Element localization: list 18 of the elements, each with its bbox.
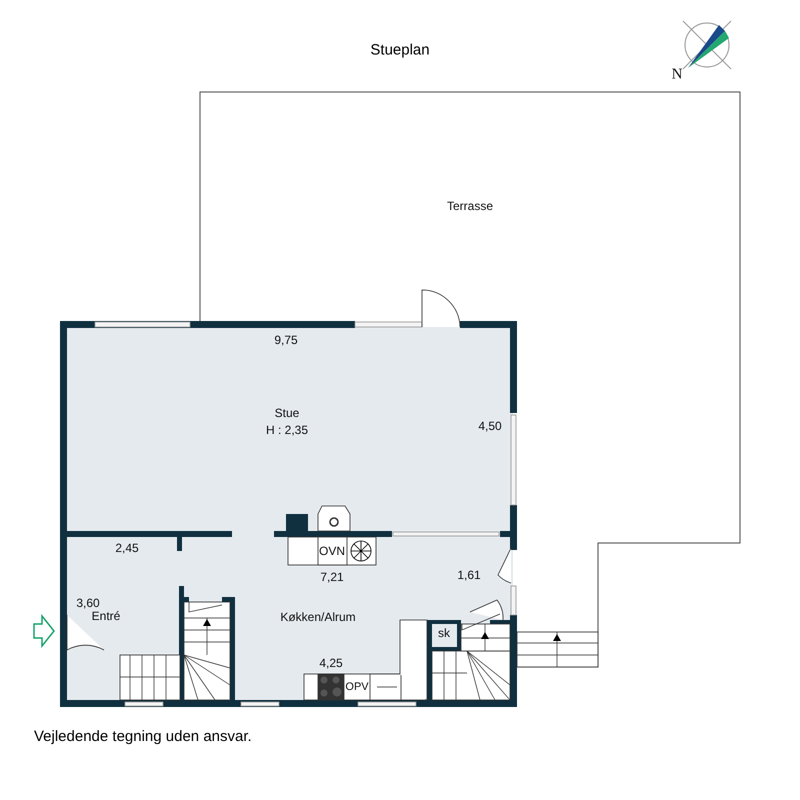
room-label: sk xyxy=(438,626,450,640)
dimension-label: 9,75 xyxy=(274,333,298,347)
dimension-label: 3,60 xyxy=(76,596,100,610)
dimension-label: 1,61 xyxy=(457,568,481,582)
plan-title: Stueplan xyxy=(370,42,430,58)
dimension-label: 4,25 xyxy=(319,656,343,670)
room-label: Stue xyxy=(274,406,300,420)
dimension-label: 4,50 xyxy=(478,419,502,433)
compass-label: N xyxy=(672,66,682,84)
appliance-label: OVN xyxy=(319,544,345,558)
appliance-label: OPV xyxy=(345,681,369,693)
dimension-label: 7,21 xyxy=(320,570,344,584)
room-label: H : 2,35 xyxy=(266,423,308,437)
area-label: Terrasse xyxy=(447,199,493,213)
room-label: Køkken/Alrum xyxy=(280,610,356,624)
room-label: Entré xyxy=(92,609,120,623)
caption: Vejledende tegning uden ansvar. xyxy=(34,728,252,745)
dimension-label: 2,45 xyxy=(115,541,139,555)
